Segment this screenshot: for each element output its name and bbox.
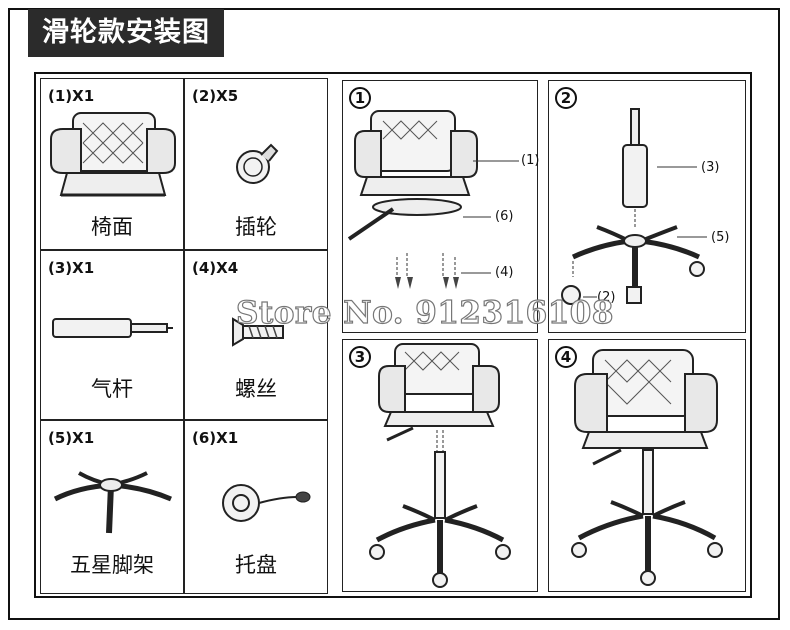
callout-plate: (6) — [495, 209, 513, 224]
part-name: 椅面 — [41, 211, 183, 241]
part-cell-caster: (2)X5 插轮 — [184, 78, 328, 250]
step-3-panel: 3 — [342, 339, 538, 592]
part-name: 托盘 — [185, 549, 327, 579]
step-4-panel: 4 — [548, 339, 746, 592]
seat-plate-icon — [221, 473, 315, 533]
page-title: 滑轮款安装图 — [28, 9, 224, 57]
part-cell-seat: (1)X1 椅面 — [40, 78, 184, 250]
part-label: (2)X5 — [192, 87, 238, 105]
part-cell-gas-lift: (3)X1 气杆 — [40, 250, 184, 420]
callout-base: (5) — [711, 230, 729, 245]
caster-wheel-icon — [233, 141, 279, 185]
chair-seat-icon — [47, 109, 179, 209]
part-label: (6)X1 — [192, 429, 238, 447]
part-cell-screw: (4)X4 螺丝 — [184, 250, 328, 420]
callout-screw: (4) — [495, 265, 513, 280]
star-base-icon — [49, 467, 177, 537]
part-name: 螺丝 — [185, 373, 327, 403]
callout-seat: (1) — [521, 153, 539, 168]
part-label: (3)X1 — [48, 259, 94, 277]
part-cell-star-base: (5)X1 五星脚架 — [40, 420, 184, 594]
part-label: (4)X4 — [192, 259, 238, 277]
part-label: (1)X1 — [48, 87, 94, 105]
part-name: 气杆 — [41, 373, 183, 403]
step-3-illustration — [343, 340, 539, 593]
callout-gas-lift: (3) — [701, 160, 719, 175]
store-watermark: Store No. 912316108 — [236, 295, 614, 331]
part-name: 五星脚架 — [41, 549, 183, 579]
part-label: (5)X1 — [48, 429, 94, 447]
step-4-illustration — [549, 340, 747, 593]
part-cell-tray: (6)X1 托盘 — [184, 420, 328, 594]
part-name: 插轮 — [185, 211, 327, 241]
gas-lift-icon — [51, 317, 177, 341]
